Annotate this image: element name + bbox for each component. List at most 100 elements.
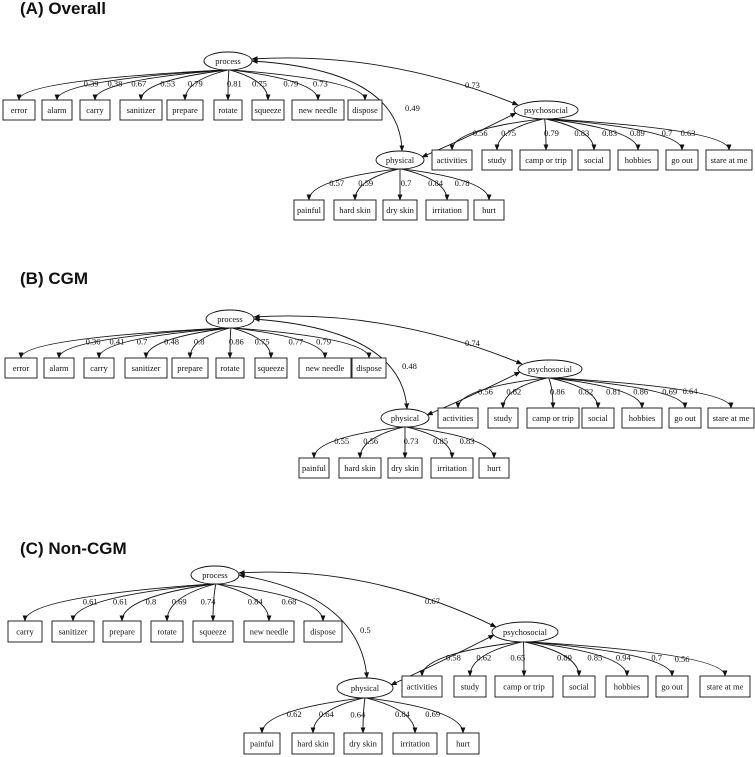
psychosocial-loading-value: 0.79 [544,128,559,138]
physical-loading-arrow [401,168,450,201]
psychosocial-loading-value: 0.65 [510,653,525,663]
process-loading-value: 0.86 [229,336,244,346]
psychosocial-loading-value: 0.62 [476,653,491,663]
process-item-label: carry [16,627,34,637]
process-loading-value: 0.75 [252,78,267,88]
process-item-label: carry [86,105,104,115]
panel-overall: (A) Overall0.490.73error0.39alarm0.38car… [2,0,753,221]
process-item-label: squeeze [258,363,285,373]
physical-loading-arrow [366,697,418,734]
process-loading-arrow [227,327,233,359]
panel-title: (A) Overall [20,0,106,18]
process-item-label: rotate [157,627,177,637]
physical-item-label: irritation [432,205,462,215]
process-item-label: error [11,105,28,115]
physical-item-label: painful [302,463,327,473]
psychosocial-loading-arrow [467,641,523,677]
psychosocial-loading-value: 0.81 [606,386,621,396]
process-factor-label: process [202,570,228,580]
physical-loading-value: 0.64 [319,709,335,719]
process-loading-value: 0.75 [255,336,270,346]
psychosocial-loading-value: 0.85 [587,653,602,663]
process-loading-value: 0.69 [172,596,187,606]
physical-loading-value: 0.57 [329,178,344,188]
psychosocial-loading-arrow [526,641,630,677]
process-item-label: new needle [299,105,338,115]
psychosocial-loading-value: 0.83 [574,128,589,138]
psychosocial-loading-value: 0.82 [506,386,521,396]
process-loading-value: 0.8 [194,337,205,347]
process-loading-value: 0.67 [131,78,146,88]
physical-loading-value: 0.64 [350,709,366,719]
process-loading-arrow [54,69,226,101]
physical-item-label: hard skin [344,463,376,473]
psychosocial-item-label: hobbies [625,155,651,165]
psychosocial-extra-value: 0.64 [683,386,699,396]
process-loading-arrow [225,69,231,101]
psychosocial-loading-arrow [551,377,645,409]
process-item-label: dispose [356,363,382,373]
process-loading-arrow [92,69,227,101]
physical-loading-value: 0.55 [334,436,349,446]
psychosocial-loading-value: 0.89 [557,653,572,663]
panel-title: (C) Non-CGM [20,539,127,558]
psychosocial-factor-ellipse [491,621,559,643]
physical-loading-value: 0.73 [404,436,419,446]
process-loading-arrow [70,583,214,622]
psychosocial-extra-value: 0.63 [681,128,696,138]
physical-loading-value: 0.83 [460,436,475,446]
psychosocial-item-label: activities [407,682,438,692]
psychosocial-item-label: camp or trip [532,413,574,423]
physical-item-label: hard skin [339,205,371,215]
physical-factor-label: physical [351,683,380,693]
process-loading-arrow [229,69,271,101]
process-loading-value: 0.8 [146,596,157,606]
physical-factor-label: physical [386,155,415,165]
panel-cgm: (B) CGM0.480.74error0.36alarm0.41carry0.… [4,269,755,479]
process-loading-arrow [56,327,228,359]
process-loading-value: 0.84 [248,596,264,606]
process-item-label: carry [90,363,108,373]
process-loading-value: 0.36 [86,336,101,346]
psychosocial-loading-arrow [419,641,521,677]
psychosocial-factor-ellipse [513,100,579,120]
psychosocial-loading-value: 0.7 [662,128,673,138]
psychosocial-loading-arrow [524,641,582,677]
psychosocial-loading-arrow [455,377,547,409]
physical-loading-arrow [311,426,403,459]
psychosocial-loading-arrow [494,118,544,151]
process-item-label: dispose [310,627,336,637]
physical-loading-value: 0.84 [395,709,411,719]
process-loading-arrow [232,327,328,359]
physical-item-label: dry skin [391,463,419,473]
psychosocial-item-label: go out [674,413,696,423]
psychosocial-loading-value: 0.7 [651,653,662,663]
physical-item-label: hurt [487,463,501,473]
process-item-label: sanitizer [127,105,156,115]
process-item-label: squeeze [255,105,282,115]
psychosocial-loading-value: 0.94 [616,653,632,663]
panel-noncgm: (C) Non-CGM0.50.67carry0.61sanitizer0.61… [7,539,751,755]
process-item-label: prepare [177,363,203,373]
process-loading-value: 0.61 [113,596,128,606]
psychosocial-extra-value: 0.56 [675,654,690,664]
covariance-process-psychosocial [253,314,523,365]
process-item-label: error [13,363,30,373]
physical-factor-ellipse [380,408,430,428]
covariance-process-psychosocial-value: 0.67 [425,596,440,606]
process-item-label: sanitizer [132,363,161,373]
process-loading-arrow [164,583,216,622]
psychosocial-loading-value: 0.82 [578,387,593,397]
psychosocial-factor-label: psychosocial [503,627,548,637]
physical-loading-arrow [406,426,455,459]
psychosocial-item-label: stare at me [707,682,744,692]
physical-loading-arrow [367,697,466,734]
process-factor-ellipse [203,51,253,71]
process-factor-ellipse [205,309,255,329]
psychosocial-loading-value: 0.58 [446,653,461,663]
psychosocial-item-label: activities [437,155,468,165]
process-loading-arrow [182,69,229,101]
process-item-label: prepare [109,627,135,637]
physical-loading-value: 0.84 [428,178,444,188]
